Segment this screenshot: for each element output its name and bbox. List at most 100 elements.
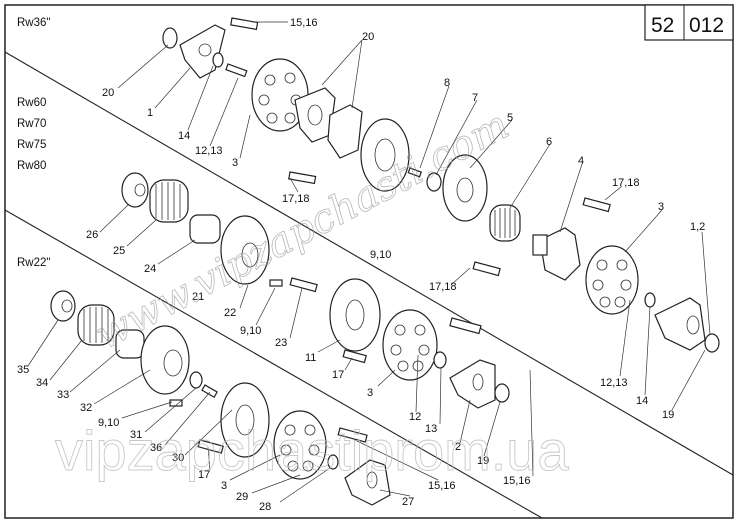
part-label: 23: [275, 337, 287, 349]
flange-part: [179, 24, 226, 79]
spacer-plate-part: [327, 104, 363, 159]
part-label: 27: [402, 496, 414, 508]
leader-lines: [27, 21, 711, 503]
part-label: 5: [507, 112, 513, 124]
part-label: 9,10: [98, 417, 119, 429]
bolt-part: [225, 63, 248, 78]
flange-part: [654, 297, 706, 351]
part-label: 9,10: [370, 249, 391, 261]
part-label: 15,16: [290, 17, 318, 29]
drive-disc-part: [220, 382, 270, 458]
part-label: 1: [147, 107, 153, 119]
screw-part: [201, 384, 218, 399]
part-label: 14: [636, 395, 648, 407]
bolt-part: [337, 427, 368, 443]
part-label: 6: [546, 136, 552, 148]
hub-disc-part: [442, 154, 488, 222]
part-label: 22: [224, 307, 236, 319]
part-label: 15,16: [503, 475, 531, 487]
part-label: 15,16: [428, 480, 456, 492]
hub-disc-part: [140, 325, 190, 395]
washer-part: [327, 454, 339, 470]
screw-part: [269, 279, 283, 287]
washer-part: [644, 292, 656, 308]
part-label: 33: [57, 389, 69, 401]
part-label: 11: [305, 352, 316, 364]
part-number-labels: 15,16 20 20 1 14 12,13 3 17,18 8 7 5 6 4…: [17, 17, 705, 513]
sheet-number: 012: [689, 14, 724, 37]
model-label-rw60: Rw60: [17, 97, 46, 109]
washer-part: [189, 371, 203, 389]
part-label: 3: [658, 201, 664, 213]
part-label: 19: [662, 409, 674, 421]
bolt-part: [230, 17, 259, 31]
part-label: 12: [409, 411, 421, 423]
sheet-group: 52: [651, 14, 674, 37]
part-label: 17: [198, 469, 210, 481]
parts-group-rw60-80-lower: [121, 172, 510, 409]
o-ring-part: [494, 383, 510, 403]
o-ring-part: [704, 333, 720, 353]
part-label: 24: [144, 263, 156, 275]
part-label: 32: [80, 402, 92, 414]
drive-disc-part: [329, 278, 381, 352]
o-ring-part: [162, 27, 178, 49]
part-label: 12,13: [195, 145, 223, 157]
part-label: 1,2: [690, 221, 705, 233]
part-label: 3: [232, 157, 238, 169]
part-label: 25: [113, 245, 125, 257]
flex-coupling-part: [585, 245, 639, 315]
part-label: 21: [192, 291, 204, 303]
part-label: 35: [17, 364, 29, 376]
bolt-part: [197, 439, 224, 454]
cap-part: [50, 290, 76, 322]
part-label: 20: [362, 31, 374, 43]
part-label: 3: [367, 387, 373, 399]
part-label: 12,13: [600, 377, 628, 389]
flange-part: [539, 227, 581, 281]
part-label: 31: [130, 429, 142, 441]
sheet-number-box: 52 012: [644, 4, 734, 41]
part-label: 17,18: [612, 177, 640, 189]
section-divider-2: [4, 209, 543, 519]
part-label: 34: [36, 377, 48, 389]
bolt-part: [449, 317, 482, 335]
part-label: 30: [172, 452, 184, 464]
part-label: 17,18: [429, 281, 457, 293]
bolt-part: [342, 349, 367, 364]
bolt-part: [582, 197, 611, 213]
part-label: 28: [259, 501, 271, 513]
part-label: 8: [444, 77, 450, 89]
part-label: 7: [472, 92, 478, 104]
parts-group-rw60-80: [407, 154, 720, 353]
part-label: 14: [178, 130, 190, 142]
washer-part: [433, 351, 447, 369]
sheet-frame: [4, 4, 734, 519]
flange-part: [449, 359, 496, 409]
splined-shaft-part: [189, 214, 221, 244]
flex-coupling-part: [273, 410, 327, 480]
drive-disc-part: [360, 118, 410, 192]
part-label: 36: [150, 442, 162, 454]
bolt-part: [288, 171, 317, 185]
model-label-rw36: Rw36": [17, 17, 50, 29]
part-label: 3: [221, 480, 227, 492]
model-label-rw70: Rw70: [17, 118, 46, 130]
washer-part: [426, 172, 442, 192]
part-label: 4: [578, 155, 584, 167]
hub-disc-part: [220, 215, 270, 285]
bolt-part: [289, 277, 318, 293]
part-label: 17: [332, 369, 344, 381]
splined-shaft-part: [532, 234, 548, 256]
part-label: 13: [425, 423, 437, 435]
bolt-part: [472, 261, 501, 277]
part-label: 17,18: [282, 193, 310, 205]
section-divider-1: [4, 51, 734, 476]
watermark-vipzapchastiprom-ua: vipzapchastiprom.ua: [55, 419, 569, 482]
part-label: 2: [455, 441, 461, 453]
flex-coupling-part: [382, 309, 438, 381]
spring-part: [149, 179, 189, 223]
parts-group-rw22: [50, 290, 391, 506]
